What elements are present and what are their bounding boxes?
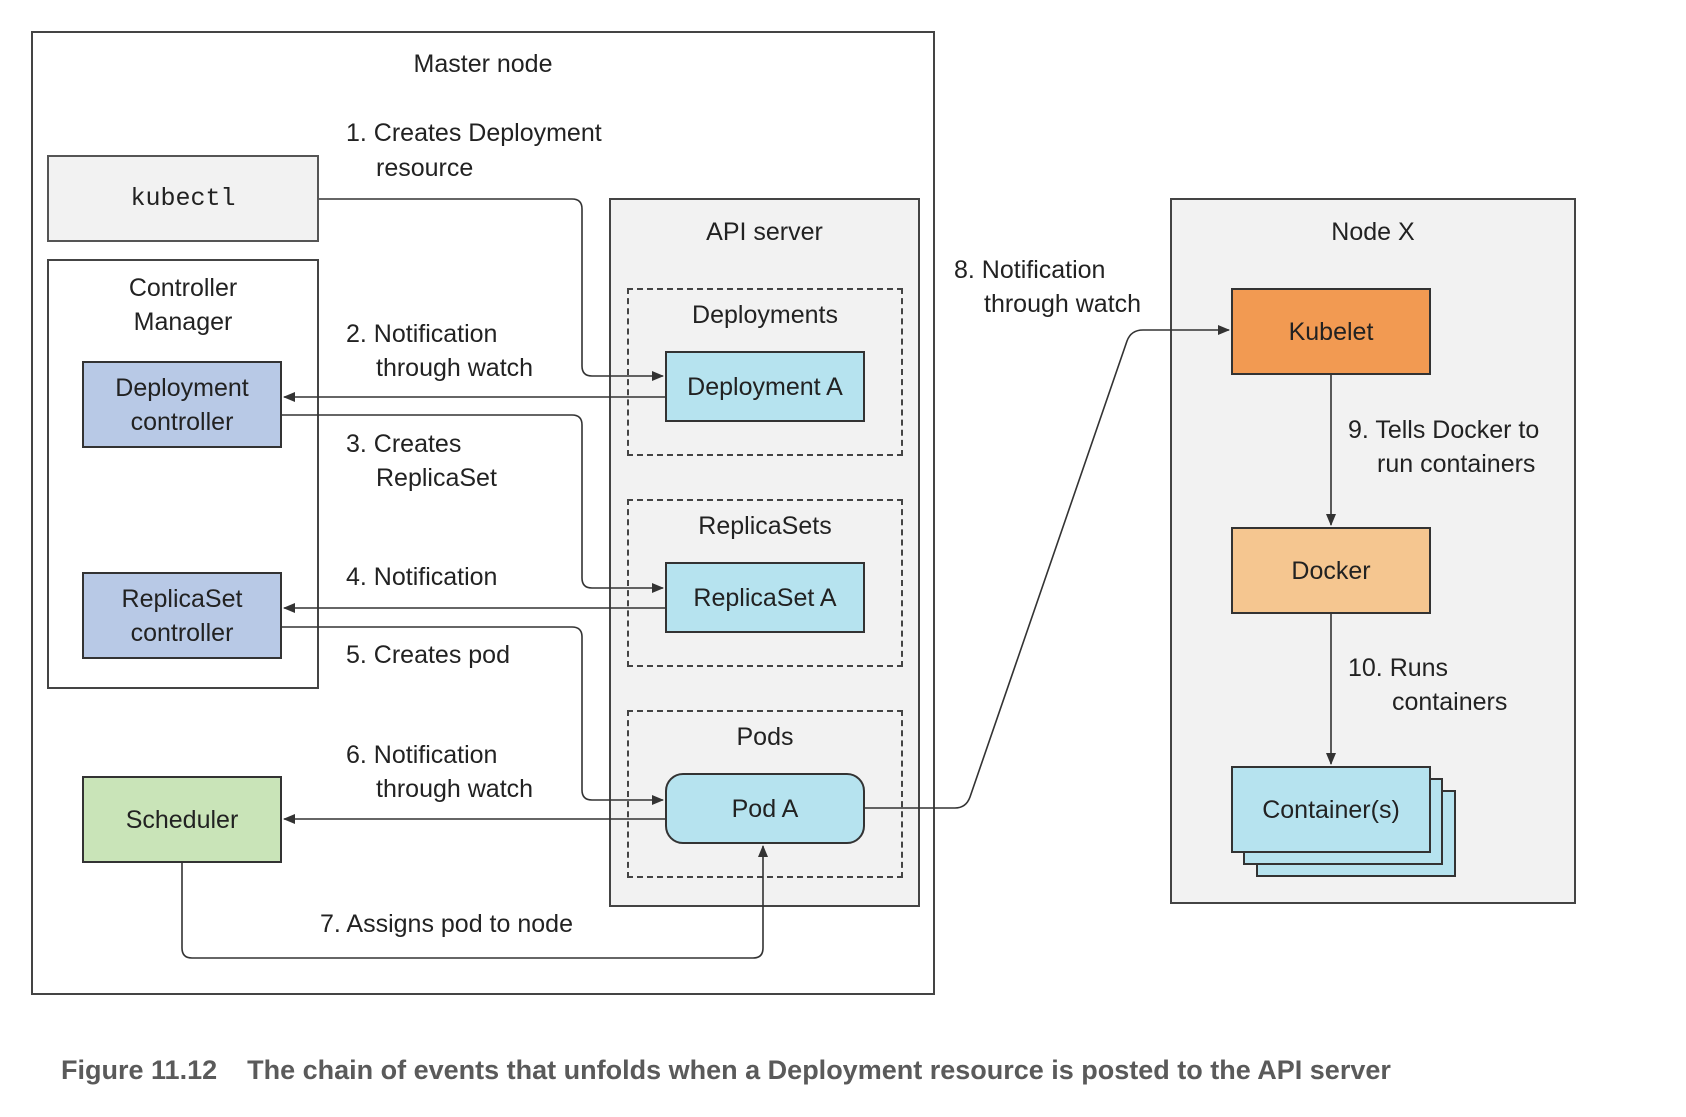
figure-label: Figure 11.12 [61, 1055, 218, 1085]
step-9-line1: 9. Tells Docker to [1348, 416, 1540, 444]
step-6-line2: through watch [376, 775, 534, 803]
replicasets-title: ReplicaSets [698, 512, 832, 540]
step-1-line2: resource [376, 154, 474, 182]
step-7: 7. Assigns pod to node [320, 910, 573, 938]
pods-title: Pods [736, 723, 794, 751]
replicaset-a-box: ReplicaSet A [665, 562, 865, 633]
arrow-scheduler-to-pod-a [181, 845, 768, 959]
deployments-title: Deployments [692, 301, 838, 329]
deployment-controller-line2: controller [130, 407, 234, 436]
controller-manager-title-line2: Manager [133, 308, 233, 336]
diagram-canvas: Master node kubectl Controller Manager D… [31, 31, 1576, 1085]
figure-caption-gap [217, 1055, 247, 1085]
step-3-line1: 3. Creates [346, 430, 462, 458]
api-server-title: API server [706, 218, 823, 246]
connector-layer [181, 198, 1336, 959]
step-6-line1: 6. Notification [346, 741, 498, 769]
replicaset-controller-box: ReplicaSet controller [82, 572, 282, 659]
kubelet-box: Kubelet [1231, 288, 1431, 375]
deployments-group [627, 288, 903, 456]
pods-group [627, 710, 903, 878]
step-8-line1: 8. Notification [954, 256, 1106, 284]
step-2-line1: 2. Notification [346, 320, 498, 348]
figure-caption: Figure 11.12 The chain of events that un… [31, 1024, 1391, 1117]
step-4: 4. Notification [346, 563, 498, 591]
step-8-line2: through watch [984, 290, 1142, 318]
arrow-pod-a-to-kubelet [865, 325, 1230, 809]
arrow-deployment-controller-to-replicaset-a [282, 414, 664, 593]
replicaset-controller-line1: ReplicaSet [121, 584, 243, 613]
docker-box: Docker [1231, 527, 1431, 614]
step-5: 5. Creates pod [346, 641, 510, 669]
deployment-controller-box: Deployment controller [82, 361, 282, 448]
step-1-line1: 1. Creates Deployment [346, 119, 602, 147]
replicasets-group [627, 499, 903, 667]
controller-manager-title-line1: Controller [128, 274, 238, 302]
master-node-title: Master node [413, 50, 553, 78]
figure-caption-text: The chain of events that unfolds when a … [247, 1055, 1391, 1085]
kubectl-box: kubectl [47, 155, 319, 242]
pod-a-box: Pod A [665, 773, 865, 844]
arrow-replicaset-controller-to-pod-a [282, 626, 664, 805]
arrow-kubectl-to-deployment-a [319, 198, 664, 381]
containers-box: Container(s) [1231, 766, 1431, 853]
step-10-line1: 10. Runs [1348, 654, 1449, 682]
step-3-line2: ReplicaSet [376, 464, 497, 492]
step-2-line2: through watch [376, 354, 534, 382]
replicaset-controller-line2: controller [130, 618, 234, 647]
node-x-title: Node X [1331, 218, 1415, 246]
deployment-a-box: Deployment A [665, 351, 865, 422]
step-9-line2: run containers [1377, 450, 1536, 478]
step-10-line2: containers [1392, 688, 1508, 716]
api-server-panel [609, 198, 920, 907]
deployment-controller-line1: Deployment [115, 373, 249, 402]
scheduler-box: Scheduler [82, 776, 282, 863]
